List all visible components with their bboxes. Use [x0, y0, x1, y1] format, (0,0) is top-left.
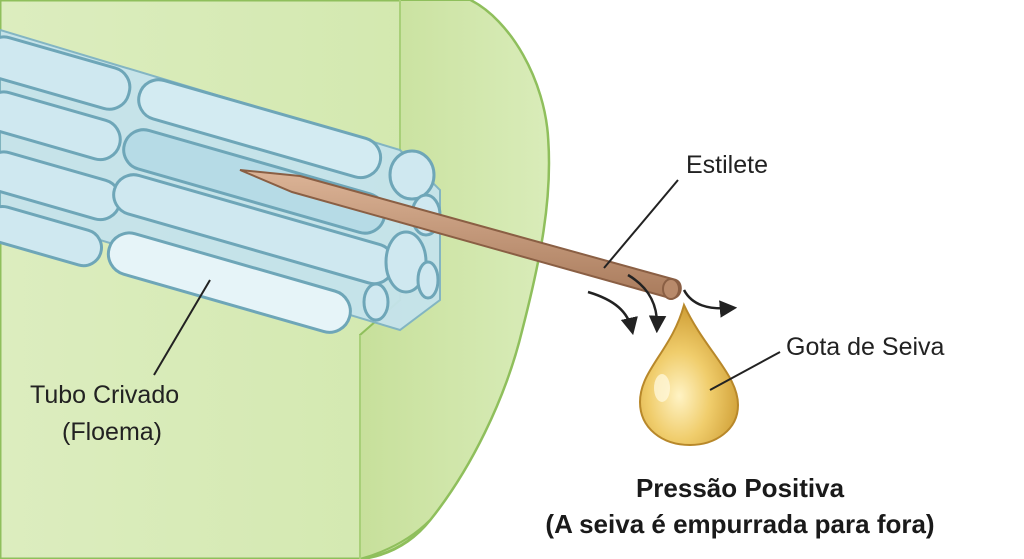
sap-drop [638, 302, 740, 447]
sap-drop-leader-line [709, 351, 781, 391]
caption-title: Pressão Positiva [635, 473, 845, 503]
phloem-bundle [0, 28, 442, 334]
flow-arrow-right [682, 289, 738, 318]
caption-subtitle: (A seiva é empurrada para fora) [545, 509, 935, 539]
sieve-tube-label: Tubo Crivado [30, 381, 180, 409]
tissue-side-face [359, 0, 550, 559]
flow-arrow-left-2 [627, 273, 667, 334]
sieve-tube-sublabel: (Floema) [62, 418, 163, 446]
stylet [239, 169, 682, 300]
stylet-leader-line [603, 179, 679, 269]
flow-arrow-left-1 [587, 290, 638, 336]
sap-drop-label: Gota de Seiva [786, 333, 945, 361]
stylet-label: Estilete [686, 151, 768, 179]
sieve-tube-leader-line [153, 279, 211, 376]
